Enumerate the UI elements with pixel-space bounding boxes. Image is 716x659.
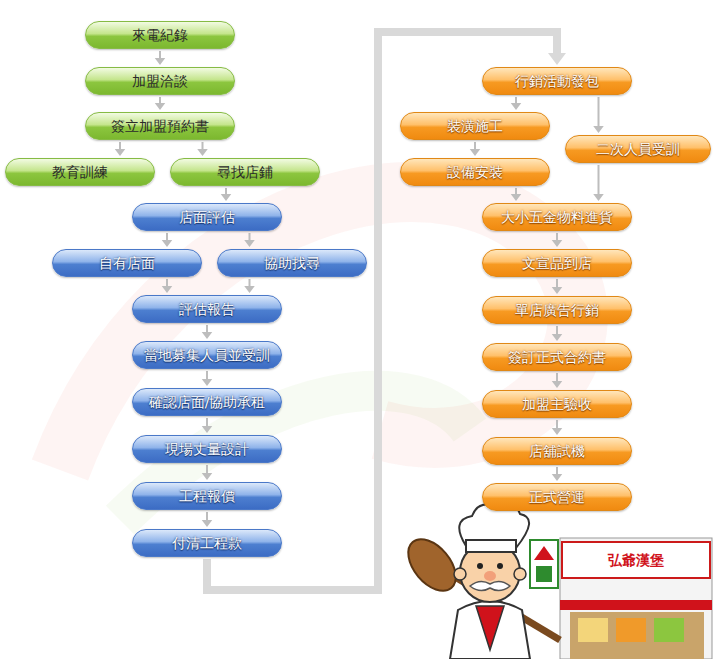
process-pill: 行銷活動發包 [482,67,632,95]
process-pill: 付清工程款 [132,529,282,557]
flow-arrow [202,325,213,339]
flow-arrow [552,233,563,247]
step-label: 教育訓練 [52,165,108,179]
process-pill: 尋找店鋪 [170,158,320,186]
process-pill: 二次人員受訓 [565,135,711,163]
step-label: 裝潢施工 [447,119,503,133]
step-label: 尋找店鋪 [217,165,273,179]
step-label: 評估報告 [179,302,235,316]
watermark-swirl [60,192,578,470]
process-pill: 當地募集人員並受訓 [132,341,282,369]
step-label: 當地募集人員並受訓 [144,348,270,362]
step-label: 簽立加盟預約書 [111,119,209,133]
flow-arrow [202,418,213,433]
process-pill: 簽訂正式合約書 [482,343,632,371]
process-pill: 協助找尋 [217,249,367,277]
step-label: 簽訂正式合約書 [508,350,606,364]
step-label: 店面評估 [179,210,235,224]
chef-mascot [399,503,560,659]
flow-arrow [244,279,255,293]
flow-arrow [552,373,563,388]
step-label: 大小五金物料進貨 [501,210,613,224]
step-label: 單店廣告行銷 [515,303,599,317]
flow-arrow [552,467,563,481]
flow-arrow [162,279,173,293]
process-pill: 簽立加盟預約書 [85,112,235,140]
process-pill: 文宣品到店 [482,249,632,277]
process-pill: 加盟洽談 [85,67,235,95]
process-pill: 工程報價 [132,482,282,510]
process-pill: 現場丈量設計 [132,435,282,463]
flow-arrow [552,279,563,294]
step-label: 自有店面 [99,256,155,270]
flow-arrow [202,512,213,527]
process-pill: 評估報告 [132,295,282,323]
process-pill: 設備安裝 [400,158,550,186]
process-pill: 單店廣告行銷 [482,296,632,324]
flow-arrow [221,188,232,201]
process-pill: 來電紀錄 [85,21,235,49]
flow-arrow [202,371,213,386]
flow-arrow [470,142,481,156]
flow-arrow [593,165,604,201]
step-label: 協助找尋 [264,256,320,270]
flow-arrow [115,142,126,156]
flow-arrow [202,465,213,480]
process-pill: 店面評估 [132,203,282,231]
flow-arrow [552,326,563,341]
flow-arrow [244,233,255,247]
step-label: 加盟洽談 [132,74,188,88]
step-label: 店舖試機 [529,444,585,458]
step-label: 確認店面/協助承租 [149,395,266,409]
flow-arrow [552,420,563,435]
process-pill: 自有店面 [52,249,202,277]
process-pill: 裝潢施工 [400,112,550,140]
process-pill: 加盟主驗收 [482,390,632,418]
flow-arrow [155,51,166,65]
process-pill: 教育訓練 [5,158,155,186]
step-label: 來電紀錄 [132,28,188,42]
flow-arrow [197,142,208,156]
step-label: 現場丈量設計 [165,442,249,456]
flow-arrow [511,188,522,201]
shop-sign-text: 弘爺漢堡 [608,553,664,567]
step-label: 行銷活動發包 [515,74,599,88]
process-pill: 店舖試機 [482,437,632,465]
flow-arrow [593,97,604,133]
step-label: 設備安裝 [447,165,503,179]
flow-arrow [511,97,522,110]
process-pill: 正式營運 [482,483,632,511]
step-label: 工程報價 [179,489,235,503]
step-label: 文宣品到店 [522,256,592,270]
step-label: 加盟主驗收 [522,397,592,411]
flow-arrow [162,233,173,247]
flow-arrow [155,97,166,110]
process-pill: 確認店面/協助承租 [132,388,282,416]
step-label: 二次人員受訓 [596,142,680,156]
step-label: 正式營運 [529,490,585,504]
step-label: 付清工程款 [172,536,242,550]
process-pill: 大小五金物料進貨 [482,203,632,231]
